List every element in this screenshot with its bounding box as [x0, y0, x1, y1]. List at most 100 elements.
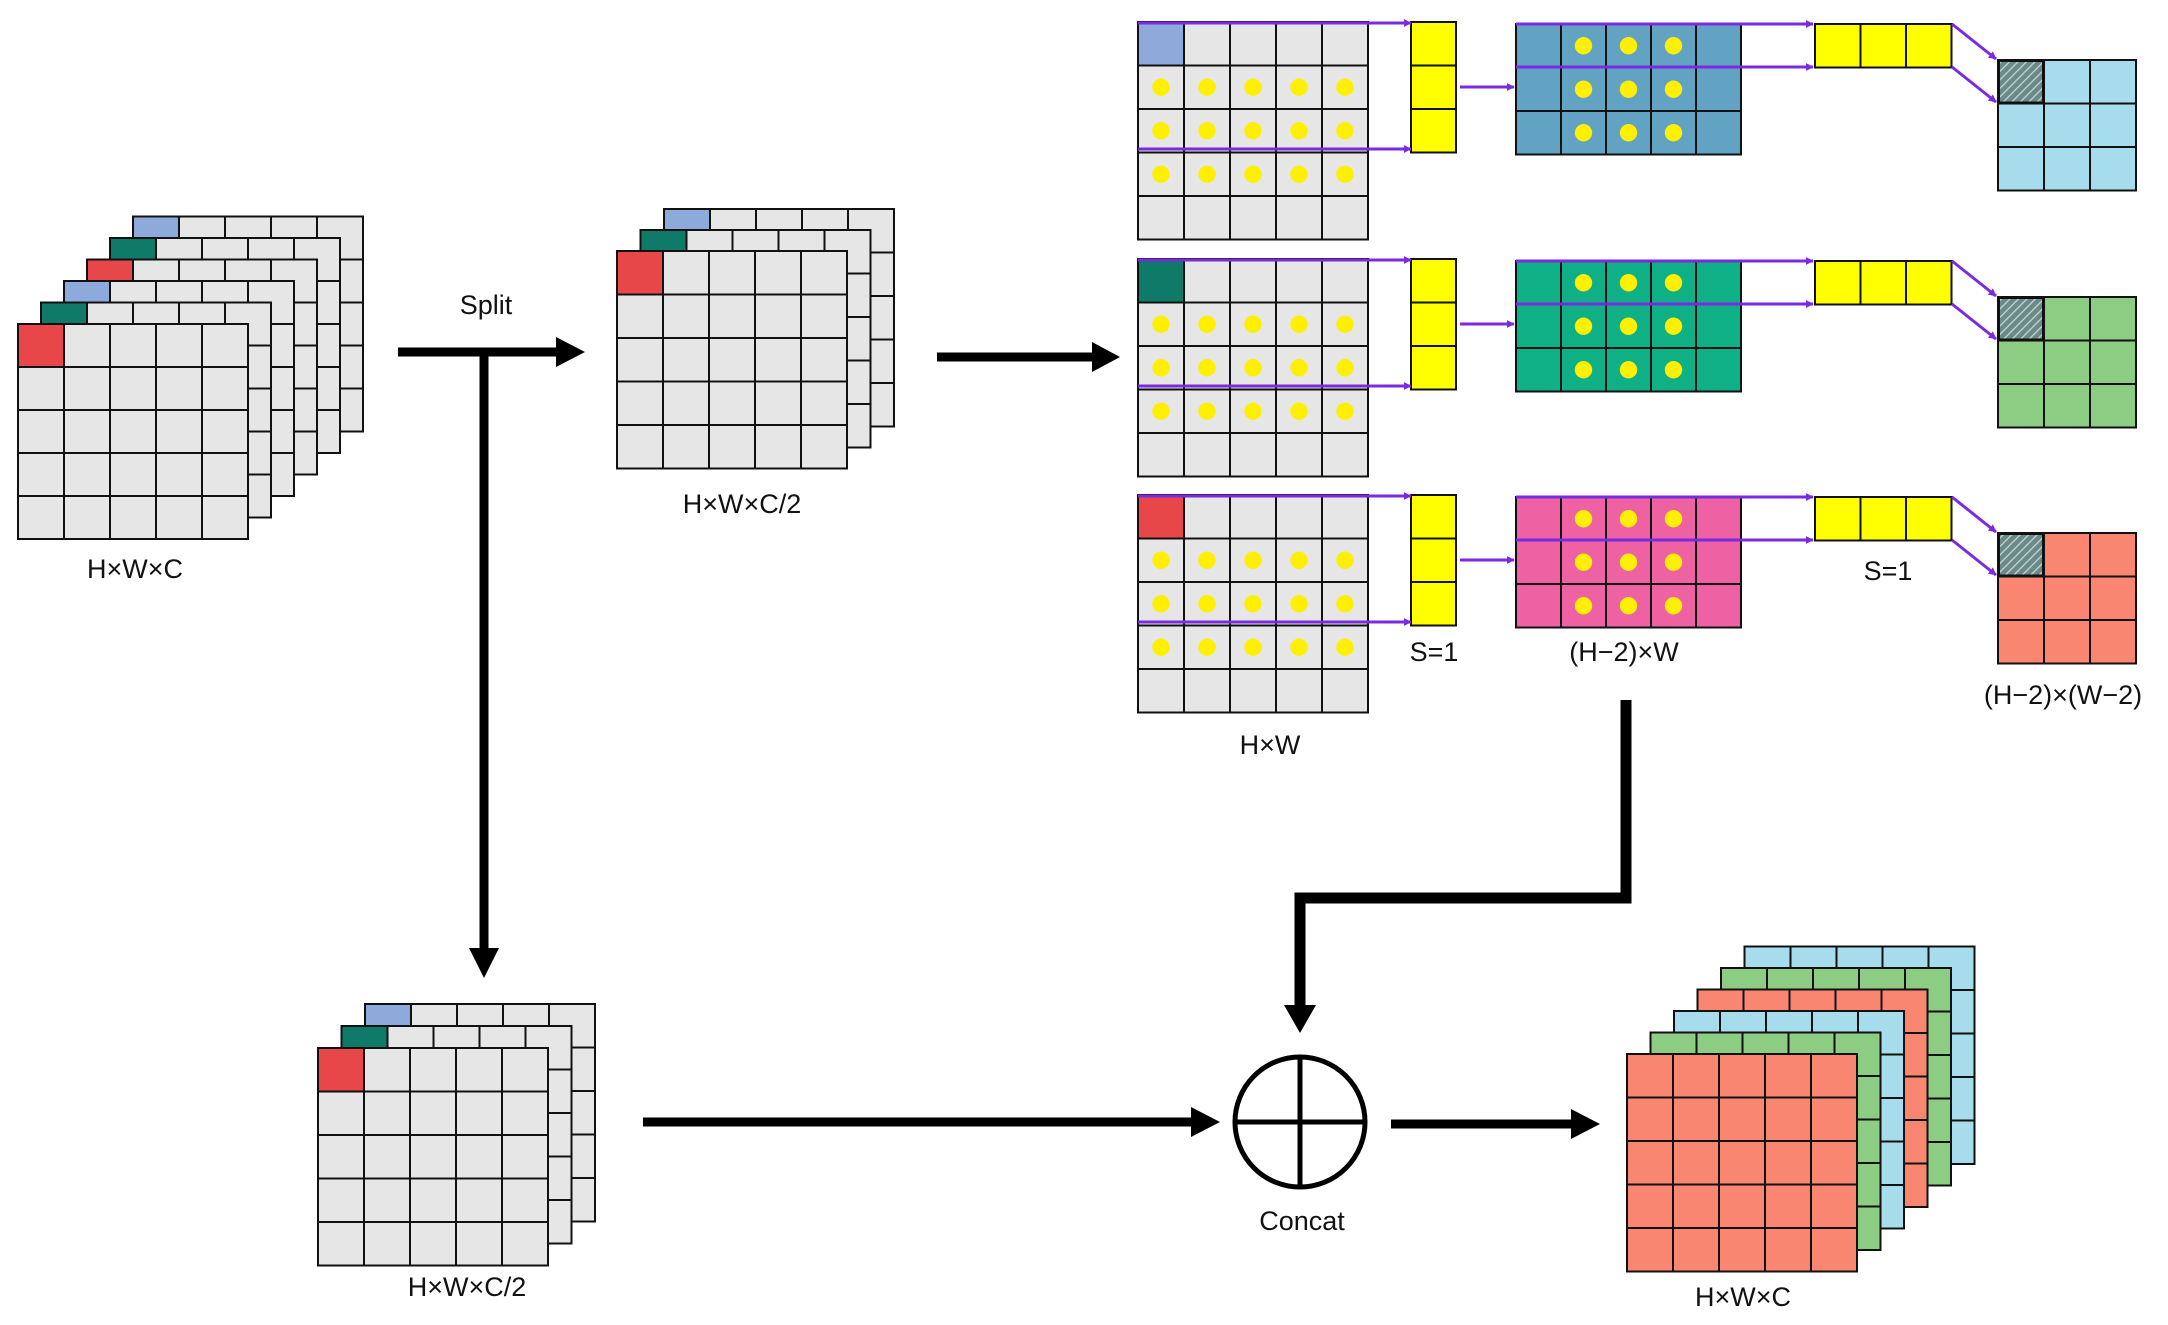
grid-cell — [1137, 21, 1185, 67]
grid-cell — [1718, 1053, 1766, 1099]
grid-cell — [800, 380, 848, 426]
kernel-dot — [1152, 551, 1170, 569]
grid-cell — [455, 1221, 503, 1267]
grid-cell — [455, 1047, 503, 1093]
grid-cell — [662, 424, 710, 470]
grid-cell — [1275, 668, 1323, 714]
grid-cell — [1810, 1183, 1858, 1229]
horizontal-kernel — [1814, 23, 1953, 69]
grid-cell — [1718, 1227, 1766, 1273]
grid-cell — [616, 337, 664, 383]
intermediate-grid — [1515, 23, 1742, 156]
kernel-dot — [1152, 402, 1170, 420]
grid-cell — [2043, 532, 2091, 578]
grid-cell — [109, 452, 157, 497]
kernel-dot — [1336, 638, 1354, 656]
grid-cell — [2043, 619, 2091, 665]
grid-cell — [109, 366, 157, 411]
kernel-dot — [1290, 122, 1308, 140]
grid-cell — [1859, 23, 1907, 69]
kernel-dot — [1619, 361, 1638, 379]
kernel-dot — [1152, 122, 1170, 140]
grid-cell — [1275, 388, 1323, 434]
grid-cell — [17, 452, 65, 497]
grid-cell — [317, 1090, 365, 1136]
grid-cell — [501, 1221, 549, 1267]
grid-cell — [1672, 1140, 1720, 1186]
grid-cell — [409, 1047, 457, 1093]
split-down-arrowhead — [469, 948, 499, 978]
hw-shape-label: H×W — [1240, 730, 1301, 760]
concat-to-output-arrow — [1391, 1109, 1600, 1139]
grid-cell — [1515, 110, 1562, 156]
intermediate-grid — [1515, 496, 1742, 629]
grid-cell — [109, 495, 157, 540]
grid-cell — [2089, 102, 2137, 148]
grid-cell — [1410, 581, 1457, 627]
grid-cell — [1718, 1096, 1766, 1142]
grid-cell — [1321, 195, 1369, 241]
grid-cell — [201, 366, 249, 411]
grid-cell — [1695, 303, 1742, 349]
grid-cell — [1695, 110, 1742, 156]
grid-cell — [1137, 258, 1185, 304]
half-top-shape-label: H×W×C/2 — [683, 489, 802, 519]
grid-cell — [1410, 301, 1457, 347]
grid-cell — [1626, 1053, 1674, 1099]
input-shape-label: H×W×C — [87, 554, 183, 584]
grid-cell — [1321, 258, 1369, 304]
grid-cell — [109, 323, 157, 368]
kernel-dot — [1619, 510, 1638, 528]
half-tensor-stack-bottom — [317, 1003, 596, 1267]
purple-arrow — [1951, 495, 1997, 534]
grid-cell — [317, 1047, 365, 1093]
kernel-dot — [1574, 124, 1593, 142]
kernel-dot — [1336, 359, 1354, 377]
grid-cell — [1764, 1140, 1812, 1186]
kernel-dot — [1198, 402, 1216, 420]
grid-cell — [1410, 21, 1457, 67]
grid-cell — [2089, 619, 2137, 665]
output-grid — [1997, 532, 2137, 665]
grid-cell — [754, 424, 802, 470]
grid-cell — [1626, 1096, 1674, 1142]
grid-cell — [2089, 296, 2137, 342]
grid-cell — [1672, 1096, 1720, 1142]
grid-cell — [1718, 1140, 1766, 1186]
grid-cell — [1321, 301, 1369, 347]
grid-cell — [1515, 347, 1562, 393]
grid-cell — [2043, 102, 2091, 148]
input-tensor-stack — [17, 215, 364, 540]
kernel-dot — [1619, 597, 1638, 615]
grid-cell — [63, 323, 111, 368]
kernel-dot — [1198, 122, 1216, 140]
input-feature-grid — [1137, 258, 1369, 478]
grid-cell — [2089, 339, 2137, 385]
grid-cell — [501, 1134, 549, 1180]
grid-cell — [1410, 108, 1457, 154]
kernel-dot — [1574, 37, 1593, 55]
grid-cell — [708, 293, 756, 339]
grid-cell — [455, 1090, 503, 1136]
grid-cell — [2089, 146, 2137, 192]
grid-cell — [109, 409, 157, 454]
grid-cell — [1695, 496, 1742, 542]
grid-cell — [1997, 619, 2045, 665]
grid-cell — [1229, 668, 1277, 714]
kernel-dot — [1198, 359, 1216, 377]
grid-cell — [455, 1134, 503, 1180]
stack-layer — [616, 250, 848, 470]
vertical-kernel — [1410, 21, 1457, 154]
grid-cell — [2043, 146, 2091, 192]
grid-cell — [1183, 432, 1231, 478]
grid-cell — [2043, 59, 2091, 105]
concat-label: Concat — [1259, 1206, 1345, 1236]
kernel-dot — [1290, 359, 1308, 377]
kernel-dot — [1664, 361, 1683, 379]
grid-cell — [800, 337, 848, 383]
kernel-dot — [1198, 595, 1216, 613]
purple-arrow — [1951, 65, 1997, 104]
processing-row — [1137, 256, 2137, 478]
grid-cell — [1229, 494, 1277, 540]
kernel-dot — [1244, 165, 1262, 183]
